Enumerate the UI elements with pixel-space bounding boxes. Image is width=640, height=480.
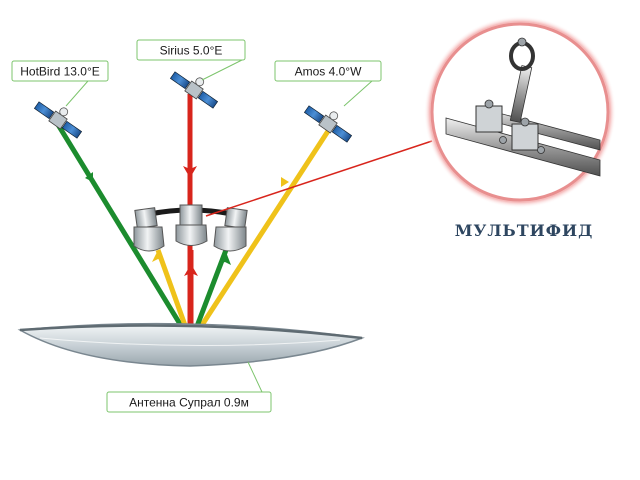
callout-hotbird: HotBird 13.0°E [11,60,109,82]
callout-sirius-label: Sirius 5.0°E [160,44,223,58]
lnb-right [213,207,248,252]
beam-amos [188,126,333,344]
callout-amos: Amos 4.0°W [274,60,382,82]
arrow-down-icon [281,177,289,187]
multifeed-label: МУЛЬТИФИД [455,221,594,240]
arrow-up-icon [152,250,164,262]
lnb-left [133,207,165,252]
arrow-down-icon [85,172,93,182]
callout-antenna-label: Антенна Супрал 0.9м [129,396,249,410]
arrow-down-icon [183,166,197,178]
arrow-up-icon [184,264,198,276]
callout-hotbird-label: HotBird 13.0°E [20,65,100,79]
satellite-sirius-icon [169,71,219,109]
satellite-amos-icon [303,105,353,143]
multifeed-hardware-photo [445,37,601,177]
callout-sirius: Sirius 5.0°E [136,39,246,61]
multifeed-zoom-inset [424,16,616,208]
arrow-up-icon [219,252,231,265]
callout-amos-label: Amos 4.0°W [295,65,362,79]
lnb-center [175,204,208,246]
beam-hotbird [54,121,194,344]
zoom-connector-line [205,140,433,217]
callout-antenna: Антенна Супрал 0.9м [106,391,272,413]
antenna-dish [17,322,365,367]
satellite-hotbird-icon [33,101,83,139]
